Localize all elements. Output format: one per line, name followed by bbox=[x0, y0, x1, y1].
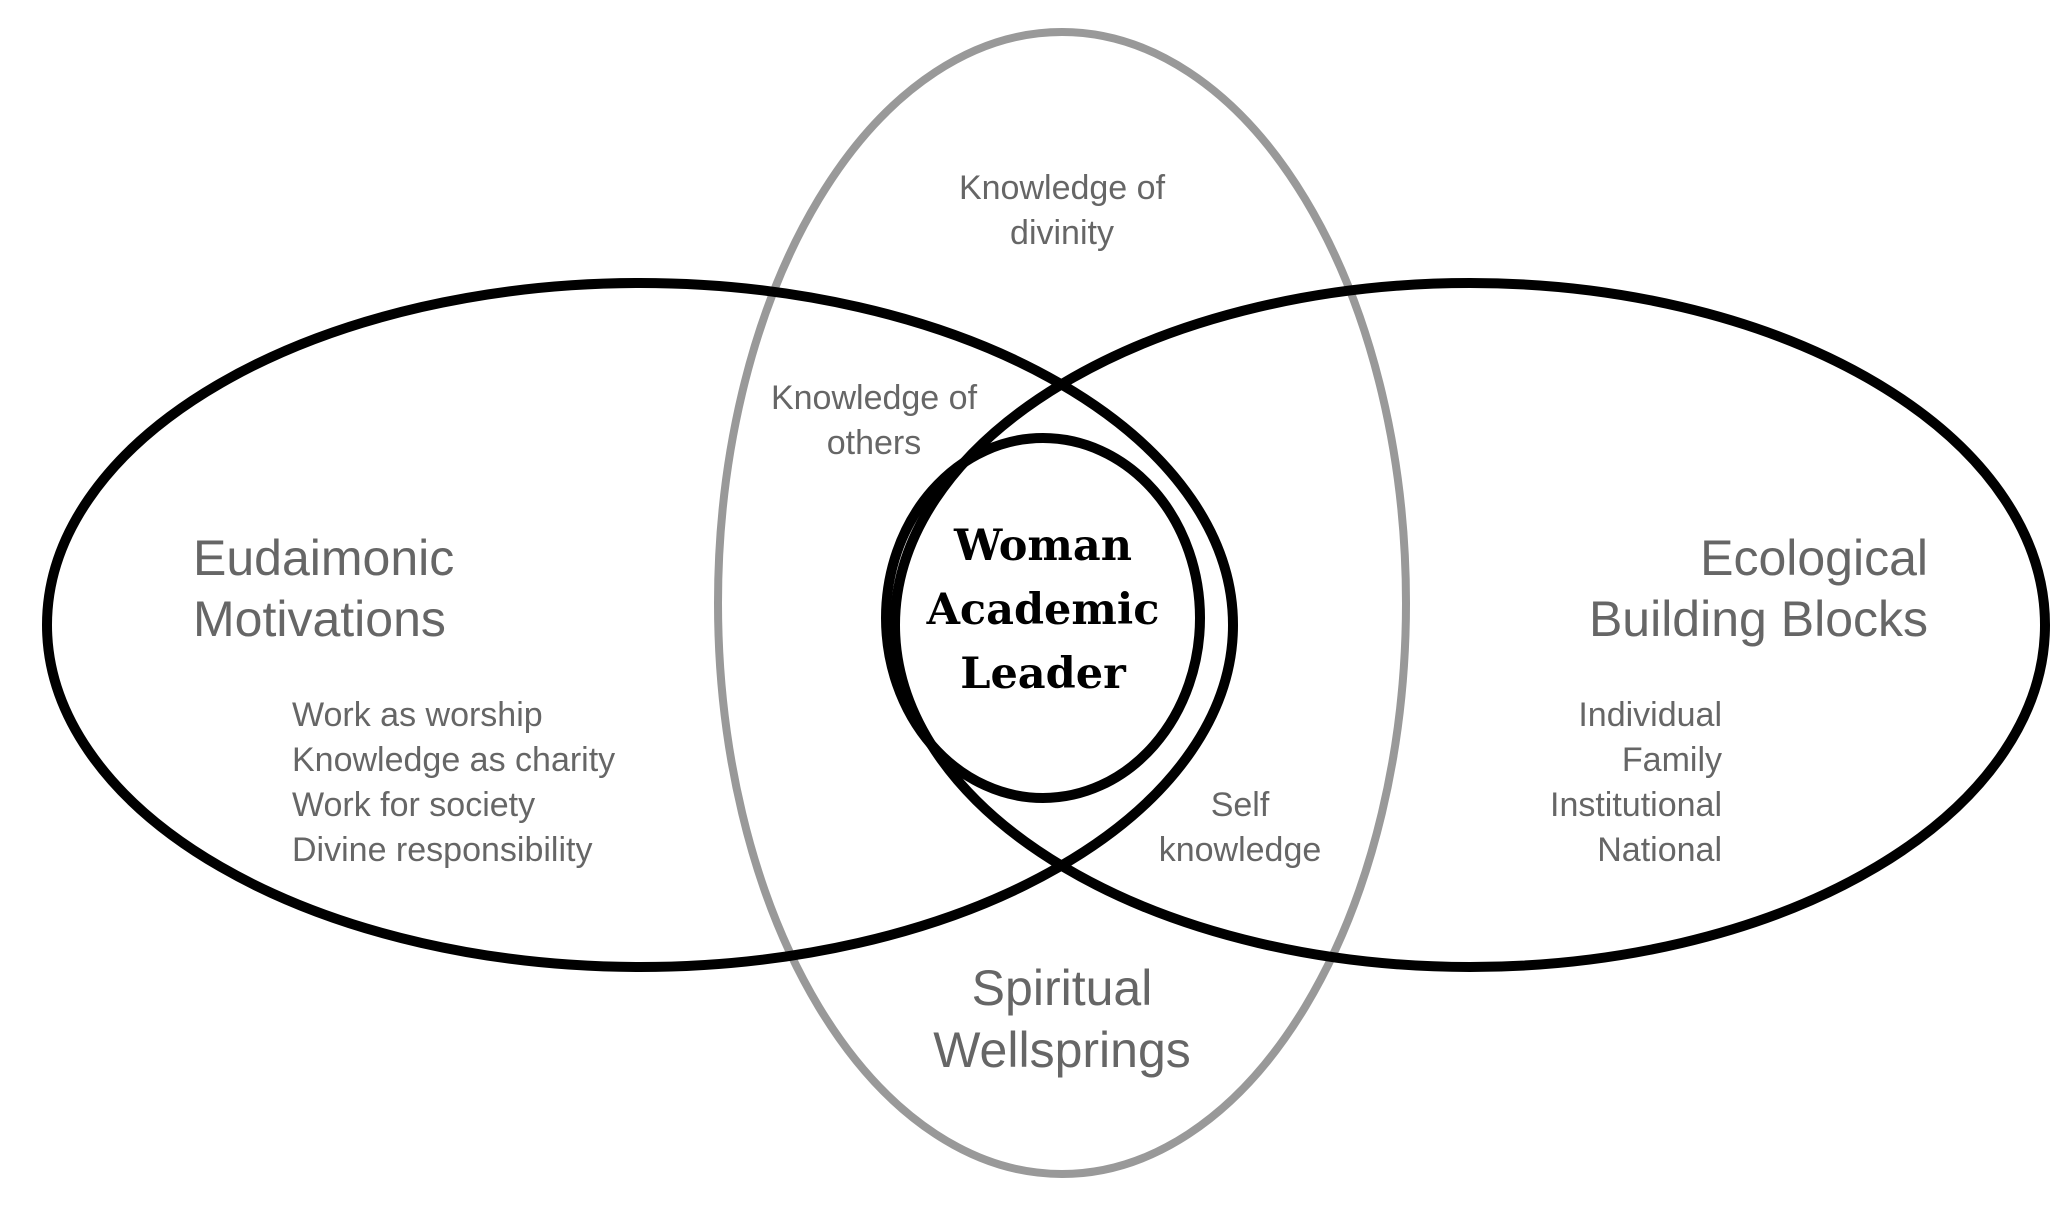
ecological-building-blocks-ellipse bbox=[890, 278, 2050, 972]
right-title-line-1: Ecological bbox=[1700, 530, 1928, 586]
self-knowledge-label: Self knowledge bbox=[1159, 786, 1322, 869]
knowledge-of-divinity-label: Knowledge of divinity bbox=[959, 169, 1166, 252]
right-title-line-2: Building Blocks bbox=[1589, 591, 1928, 647]
upper-left-label-line-2: others bbox=[827, 424, 922, 462]
eudaimonic-motivations-title: Eudaimonic Motivations bbox=[193, 530, 454, 647]
ecological-building-blocks-list: Individual Family Institutional National bbox=[1550, 696, 1722, 869]
knowledge-of-others-label: Knowledge of others bbox=[771, 379, 978, 462]
bottom-title-line-2: Wellsprings bbox=[933, 1022, 1191, 1078]
right-list-item: Institutional bbox=[1550, 786, 1722, 824]
right-list-item: National bbox=[1597, 831, 1722, 869]
eudaimonic-motivations-ellipse bbox=[42, 278, 1238, 972]
center-line-2: Academic bbox=[926, 585, 1160, 635]
lower-right-label-line-2: knowledge bbox=[1159, 831, 1322, 869]
spiritual-wellsprings-title: Spiritual Wellsprings bbox=[933, 960, 1191, 1078]
center-circle bbox=[881, 433, 1205, 803]
lower-right-label-line-1: Self bbox=[1211, 786, 1270, 824]
center-line-3: Leader bbox=[960, 649, 1127, 699]
left-title-line-2: Motivations bbox=[193, 591, 446, 647]
left-list-item: Knowledge as charity bbox=[292, 741, 615, 779]
center-line-1: Woman bbox=[953, 521, 1132, 571]
upper-left-label-line-1: Knowledge of bbox=[771, 379, 978, 417]
top-label-line-2: divinity bbox=[1010, 214, 1114, 252]
left-list-item: Divine responsibility bbox=[292, 831, 592, 869]
center-label: Woman Academic Leader bbox=[926, 521, 1160, 699]
ecological-building-blocks-title: Ecological Building Blocks bbox=[1589, 530, 1928, 647]
top-label-line-1: Knowledge of bbox=[959, 169, 1166, 207]
eudaimonic-motivations-list: Work as worship Knowledge as charity Wor… bbox=[292, 696, 615, 869]
left-list-item: Work as worship bbox=[292, 696, 543, 734]
right-list-item: Individual bbox=[1578, 696, 1722, 734]
spiritual-wellsprings-ellipse bbox=[714, 28, 1410, 1178]
right-list-item: Family bbox=[1622, 741, 1722, 779]
left-title-line-1: Eudaimonic bbox=[193, 530, 454, 586]
left-list-item: Work for society bbox=[292, 786, 535, 824]
bottom-title-line-1: Spiritual bbox=[972, 960, 1153, 1016]
